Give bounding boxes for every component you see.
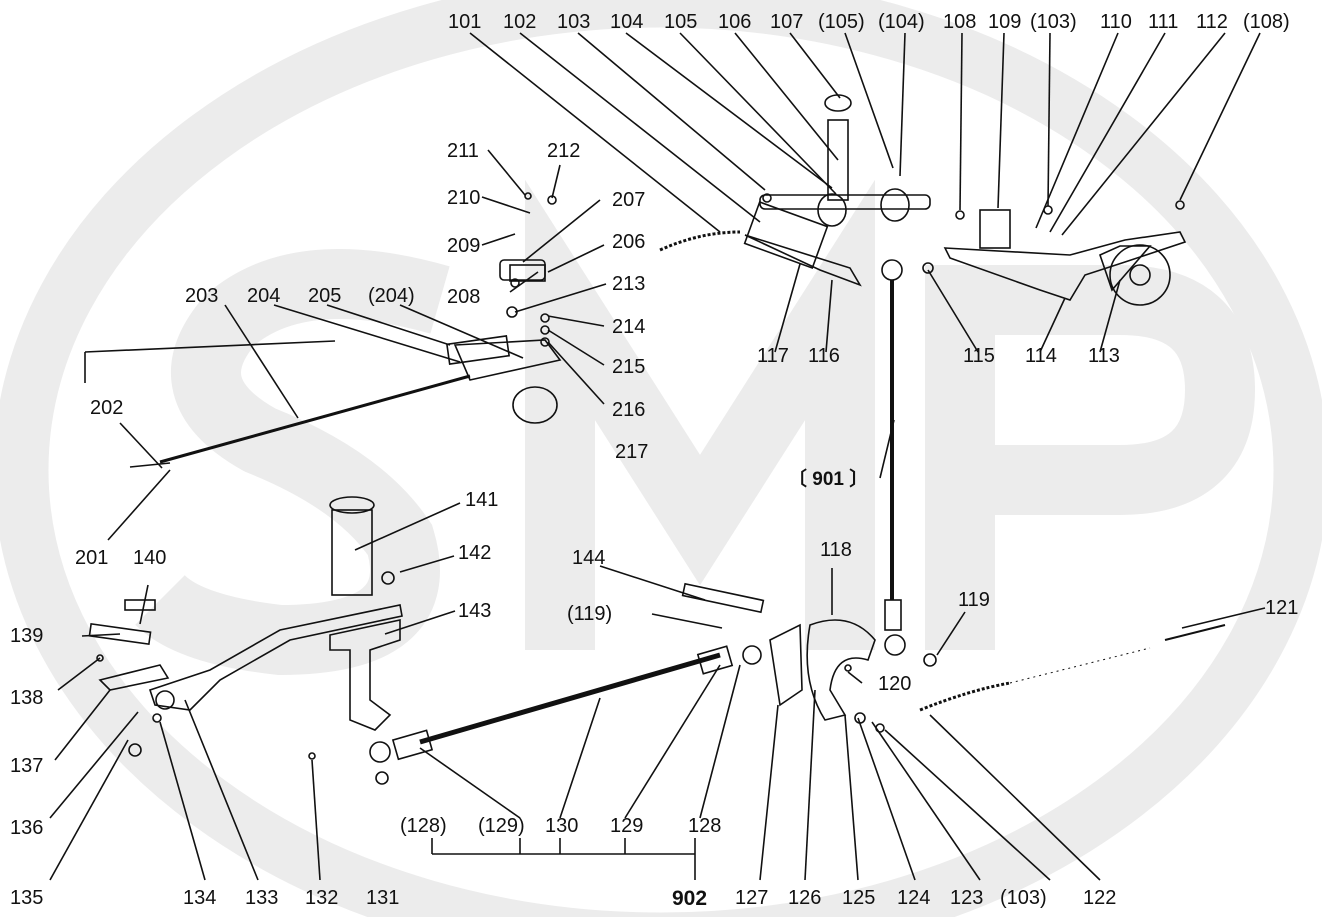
label-108: 108	[943, 11, 977, 33]
label-202: 202	[90, 397, 124, 419]
label-902: 902	[672, 887, 708, 910]
label-215: 215	[612, 356, 646, 378]
label-118: 118	[820, 539, 852, 561]
label-135: 135	[10, 887, 44, 909]
label-103: 103	[557, 11, 591, 33]
label-214: 214	[612, 316, 646, 338]
label-139: 139	[10, 625, 44, 647]
label-105-ref: (105)	[818, 11, 865, 33]
label-140: 140	[133, 547, 167, 569]
label-206: 206	[612, 231, 646, 253]
label-104-ref: (104)	[878, 11, 925, 33]
label-119-ref: (119)	[567, 603, 613, 625]
label-112: 112	[1196, 11, 1228, 33]
label-110: 110	[1100, 11, 1132, 33]
label-121: 121	[1265, 597, 1299, 619]
label-116: 116	[808, 345, 840, 367]
label-102: 102	[503, 11, 537, 33]
label-204: 204	[247, 285, 281, 307]
label-134: 134	[183, 887, 217, 909]
label-141: 141	[465, 489, 499, 511]
label-211: 211	[447, 140, 479, 162]
label-209: 209	[447, 235, 481, 257]
label-136: 136	[10, 817, 44, 839]
label-119: 119	[958, 589, 990, 611]
label-143: 143	[458, 600, 492, 622]
label-216: 216	[612, 399, 646, 421]
label-104: 104	[610, 11, 644, 33]
label-144: 144	[572, 547, 606, 569]
label-203: 203	[185, 285, 219, 307]
label-113: 113	[1088, 345, 1120, 367]
label-217: 217	[615, 441, 649, 463]
label-103-ref-bottom: (103)	[1000, 887, 1047, 909]
label-130: 130	[545, 815, 579, 837]
label-138: 138	[10, 687, 44, 709]
label-108-ref: (108)	[1243, 11, 1290, 33]
label-129-ref: (129)	[478, 815, 525, 837]
label-208: 208	[447, 286, 481, 308]
label-103-ref-top: (103)	[1030, 11, 1077, 33]
label-122: 122	[1083, 887, 1117, 909]
label-126: 126	[788, 887, 822, 909]
label-125: 125	[842, 887, 876, 909]
label-129: 129	[610, 815, 644, 837]
label-133: 133	[245, 887, 279, 909]
label-109: 109	[988, 11, 1022, 33]
label-105: 105	[664, 11, 698, 33]
label-117: 117	[757, 345, 789, 367]
label-115: 115	[963, 345, 995, 367]
label-204-ref: (204)	[368, 285, 415, 307]
label-120: 120	[878, 673, 912, 695]
label-123: 123	[950, 887, 984, 909]
label-137: 137	[10, 755, 44, 777]
label-205: 205	[308, 285, 342, 307]
label-212: 212	[547, 140, 581, 162]
label-114: 114	[1025, 345, 1057, 367]
label-127: 127	[735, 887, 769, 909]
label-124: 124	[897, 887, 931, 909]
label-111: 111	[1148, 11, 1179, 33]
label-210: 210	[447, 187, 481, 209]
label-128-ref: (128)	[400, 815, 447, 837]
label-107: 107	[770, 11, 804, 33]
label-131: 131	[366, 887, 400, 909]
label-201: 201	[75, 547, 109, 569]
label-132: 132	[305, 887, 339, 909]
label-101: 101	[448, 11, 482, 33]
label-213: 213	[612, 273, 646, 295]
label-207: 207	[612, 189, 646, 211]
label-106: 106	[718, 11, 752, 33]
label-142: 142	[458, 542, 492, 564]
label-901: 〔 901 〕	[788, 469, 869, 490]
label-128: 128	[688, 815, 722, 837]
